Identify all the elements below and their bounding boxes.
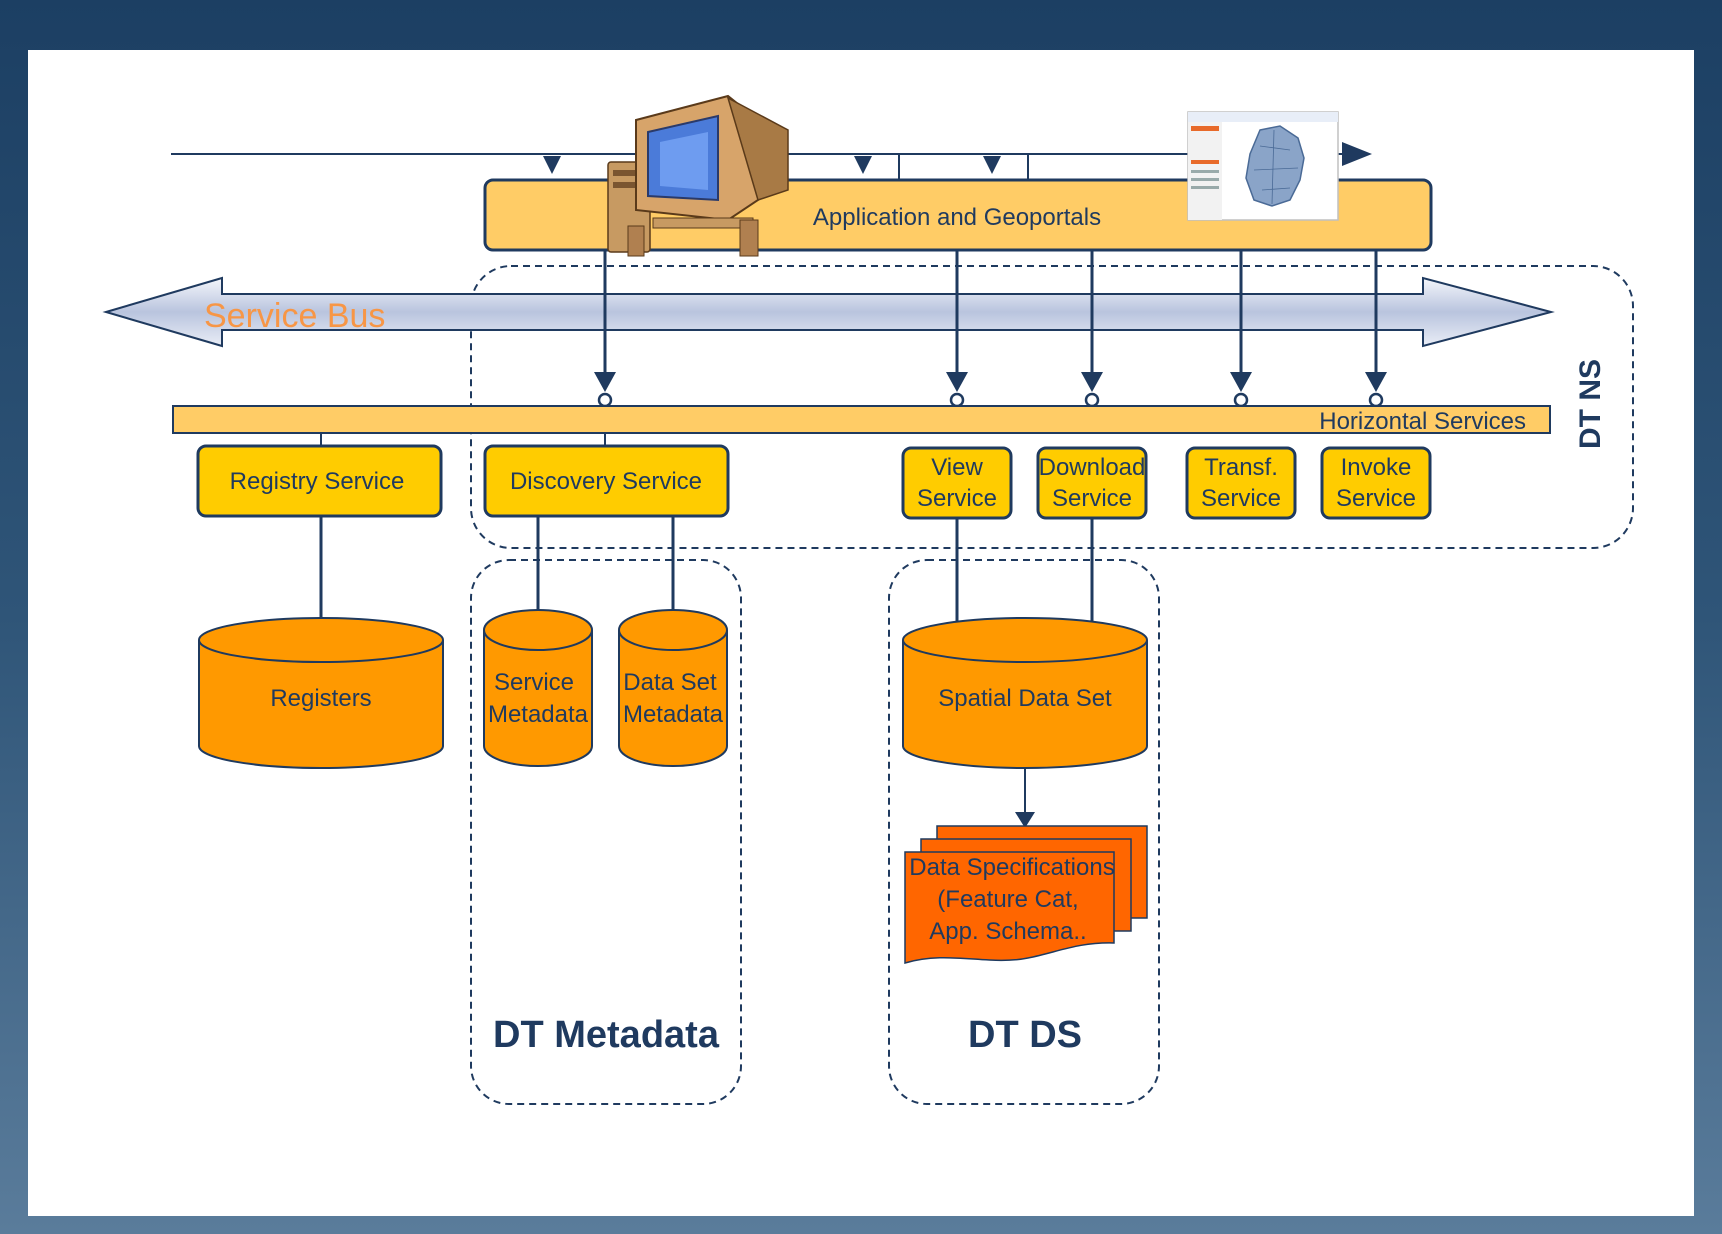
dataset-metadata-label-line2: Metadata (623, 701, 724, 728)
horizontal-services-label: Horizontal Services (1319, 408, 1526, 435)
view-service-label-line1: View (931, 454, 983, 481)
invoke-service-label-line1: Invoke (1341, 454, 1412, 481)
discovery-service-label: Discovery Service (510, 468, 702, 495)
view-service-label-line2: Service (917, 485, 997, 512)
dt-ds-label: DT DS (968, 1014, 1082, 1056)
download-service-label-line1: Download (1039, 454, 1146, 481)
download-service-label-line2: Service (1052, 485, 1132, 512)
data-specifications-label-line2: (Feature Cat, (937, 886, 1078, 913)
registers-database: Registers (198, 617, 444, 769)
data-specifications-documents: Data Specifications (Feature Cat, App. S… (904, 825, 1148, 965)
service-metadata-database: Service Metadata (483, 609, 593, 767)
dt-metadata-label: DT Metadata (493, 1014, 720, 1056)
data-specifications-label-line3: App. Schema.. (929, 918, 1086, 945)
computer-icon (607, 94, 789, 257)
geoportal-map-screenshot (1187, 111, 1339, 221)
dt-ds-group (888, 559, 1160, 1105)
app-to-interface-connectors (594, 250, 1387, 421)
registers-label: Registers (270, 685, 371, 712)
invoke-service-label-line2: Service (1336, 485, 1416, 512)
dt-ns-label: DT NS (1574, 359, 1607, 449)
dt-metadata-group (470, 559, 742, 1105)
flow-arrow-head-icon (1342, 142, 1372, 166)
dataset-metadata-label-line1: Data Set (623, 669, 717, 696)
transf-service-box (1185, 446, 1297, 520)
invoke-service-box (1320, 446, 1432, 520)
dataset-metadata-database: Data Set Metadata (618, 609, 728, 767)
horizontal-services-bar (172, 405, 1551, 434)
bar-to-service-connectors (320, 433, 606, 446)
service-bus-label: Service Bus (204, 297, 385, 335)
data-specifications-label-line1: Data Specifications (909, 854, 1114, 881)
spatial-data-set-label: Spatial Data Set (938, 685, 1112, 712)
spatial-data-set-database: Spatial Data Set (902, 617, 1148, 769)
application-geoportals-label: Application and Geoportals (813, 204, 1101, 231)
service-bus-arrow (102, 276, 1555, 348)
architecture-diagram: Service Bus Application and Geoportals (102, 94, 1634, 1105)
registry-service-label: Registry Service (230, 468, 405, 495)
transf-service-label-line1: Transf. (1204, 454, 1278, 481)
transf-service-label-line2: Service (1201, 485, 1281, 512)
diagram-canvas: Service Bus Application and Geoportals (28, 50, 1694, 1216)
service-metadata-label-line1: Service (494, 669, 574, 696)
discovery-service-box (483, 444, 730, 518)
service-metadata-label-line2: Metadata (488, 701, 589, 728)
